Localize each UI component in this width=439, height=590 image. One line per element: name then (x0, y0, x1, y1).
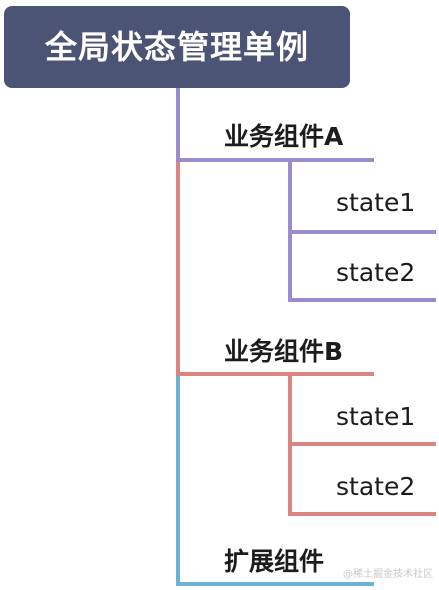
watermark: @稀土掘金技术社区 (343, 569, 433, 580)
branch-label-a: 业务组件A (224, 122, 344, 151)
leaf-label-a-2: state2 (336, 258, 416, 287)
leaf-label-b-2: state2 (336, 472, 416, 501)
branch-label-b: 业务组件B (224, 337, 344, 366)
branch-label-ext: 扩展组件 (224, 547, 325, 576)
leaf-label-a-1: state1 (336, 188, 416, 217)
root-node: 全局状态管理单例 (4, 6, 350, 88)
leaf-label-b-1: state1 (336, 402, 416, 431)
